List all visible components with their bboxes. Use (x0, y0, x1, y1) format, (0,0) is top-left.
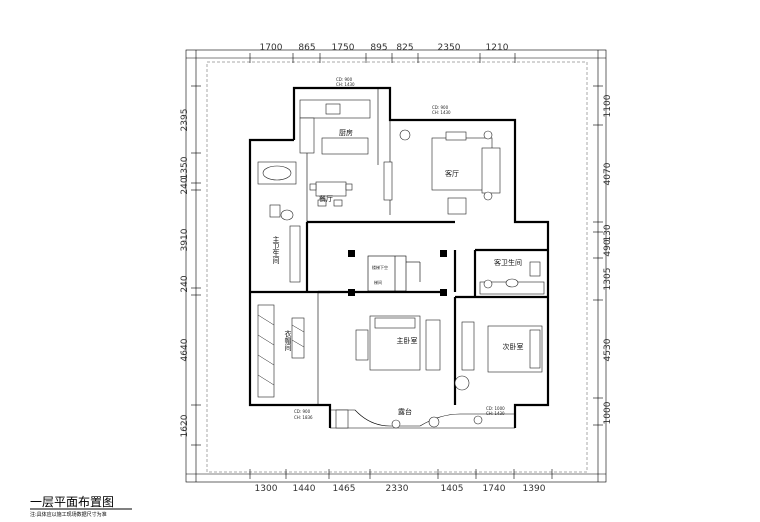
second-window-ch: CH: 1430 (486, 411, 505, 416)
top-dimensions: 1700 865 1750 895 825 2350 1210 (260, 43, 509, 53)
kitchen-fixtures (299, 99, 371, 155)
dim-left-6: 4640 (180, 338, 190, 361)
dim-left-3: 240 (180, 177, 190, 194)
dim-right-4: 490 (603, 239, 613, 256)
dim-bottom-2: 1440 (293, 484, 316, 494)
label-master-bedroom: 主卧室 (397, 336, 418, 345)
master-bath-fixtures (257, 161, 301, 283)
dim-left-4: 3910 (180, 228, 190, 251)
second-bed (454, 321, 543, 391)
kitchen-window-cd: CD: 900 (336, 77, 353, 82)
guest-bath-fixtures (479, 261, 545, 295)
wardrobe-racks (257, 304, 305, 398)
exterior-walls (248, 86, 550, 429)
dim-right-3: 130 (603, 224, 613, 241)
drawing-title: 一层平面布置图 (30, 495, 114, 509)
dim-left-2: 1350 (180, 156, 190, 179)
right-dimensions: 1100 4070 130 490 1305 4530 1000 (603, 94, 613, 424)
kitchen-window-ch: CH: 1430 (336, 82, 355, 87)
opening-annotations: CD: 900 CH: 1430 CD: 900 CH: 1430 CD: 90… (294, 77, 505, 420)
living-room-furniture (383, 129, 501, 215)
dim-right-1: 1100 (603, 94, 613, 117)
dining-furniture (309, 181, 353, 207)
dim-top-6: 2350 (438, 43, 461, 53)
dim-bottom-6: 1740 (483, 484, 506, 494)
label-kitchen: 厨房 (339, 128, 353, 137)
label-stair: 楼梯下空 (372, 264, 388, 270)
structural-columns (348, 250, 447, 296)
dim-right-7: 1000 (603, 401, 613, 424)
dim-bottom-4: 2330 (386, 484, 409, 494)
dimension-frame (185, 49, 607, 483)
balcony-door-cd: CD: 900 (294, 409, 311, 414)
dim-bottom-7: 1390 (523, 484, 546, 494)
label-stair-sub: 梯间 (374, 279, 382, 285)
label-dining: 餐厅 (319, 194, 333, 203)
staircase (367, 255, 421, 292)
left-dimensions: 2395 1350 240 3910 240 4640 1620 (180, 109, 190, 438)
living-window-cd: CD: 900 (432, 105, 449, 110)
dim-top-5: 825 (396, 43, 413, 53)
label-guest-bath: 客卫生间 (494, 258, 522, 267)
dim-top-3: 1750 (332, 43, 355, 53)
dim-left-5: 240 (180, 275, 190, 292)
dim-bottom-1: 1300 (255, 484, 278, 494)
dim-right-6: 4530 (603, 338, 613, 361)
label-living-room: 客厅 (445, 169, 459, 178)
label-master-bath: 主卫生间 (272, 235, 280, 265)
dim-bottom-3: 1465 (333, 484, 356, 494)
living-window-ch: CH: 1430 (432, 110, 451, 115)
label-second-bedroom: 次卧室 (503, 342, 524, 351)
label-balcony: 露台 (398, 407, 412, 416)
dim-top-1: 1700 (260, 43, 283, 53)
title-block: 一层平面布置图 注:具体应以施工现场数据尺寸为准 (30, 495, 132, 518)
dim-right-2: 4070 (603, 162, 613, 185)
dim-top-4: 895 (370, 43, 387, 53)
second-window-cd: CD: 1000 (486, 406, 505, 411)
room-labels: 厨房 客厅 餐厅 主卫生间 客卫生间 楼梯下空 梯间 衣帽间 主卧室 次卧室 露… (272, 128, 524, 416)
dim-right-5: 1305 (603, 268, 613, 291)
dim-left-7: 1620 (180, 414, 190, 437)
label-wardrobe: 衣帽间 (284, 329, 292, 352)
balcony-door-ch: CH: 1836 (294, 415, 313, 420)
dim-top-7: 1210 (486, 43, 509, 53)
dim-top-2: 865 (298, 43, 315, 53)
balcony-rail (330, 409, 515, 429)
dim-left-1: 2395 (180, 109, 190, 132)
bottom-dimensions: 1300 1440 1465 2330 1405 1740 1390 (255, 484, 546, 494)
master-bed (355, 315, 441, 371)
dim-bottom-5: 1405 (441, 484, 464, 494)
drawing-note: 注:具体应以施工现场数据尺寸为准 (30, 511, 107, 518)
